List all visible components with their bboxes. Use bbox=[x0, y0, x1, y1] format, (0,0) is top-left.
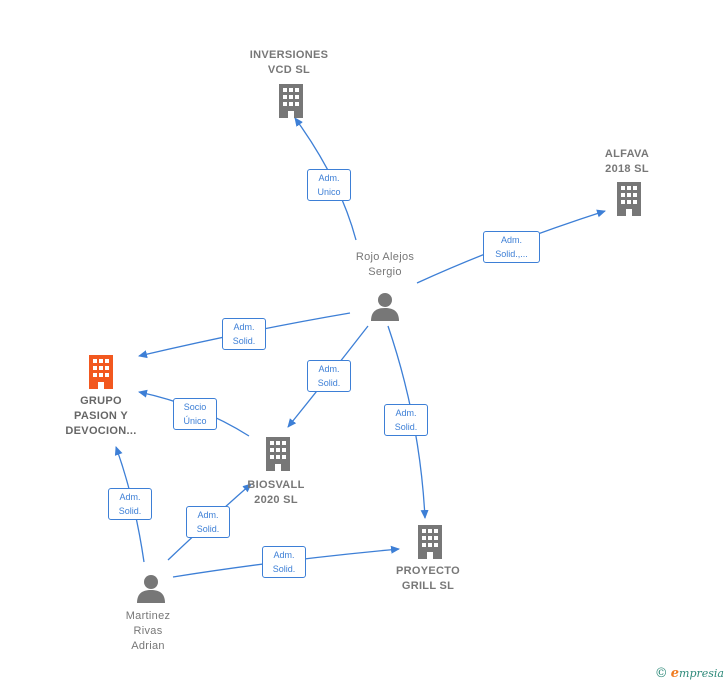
edge-label-rojo-grupo[interactable]: Adm. Solid. bbox=[222, 318, 266, 350]
edge-label-rojo-biosvall[interactable]: Adm. Solid. bbox=[307, 360, 351, 392]
building-icon-inversiones[interactable] bbox=[279, 84, 303, 118]
edge-label-martinez-proyecto[interactable]: Adm. Solid. bbox=[262, 546, 306, 578]
edge-label-rojo-proyecto[interactable]: Adm. Solid. bbox=[384, 404, 428, 436]
edge-label-martinez-biosvall[interactable]: Adm. Solid. bbox=[186, 506, 230, 538]
building-icon-alfava[interactable] bbox=[617, 182, 641, 216]
edge-label-biosvall-grupo[interactable]: Socio Único bbox=[173, 398, 217, 430]
brand-watermark: ©empresia bbox=[655, 666, 724, 681]
node-label-inversiones: INVERSIONES VCD SL bbox=[249, 49, 329, 76]
brand-initial: e bbox=[670, 666, 680, 681]
building-icon-biosvall[interactable] bbox=[266, 437, 290, 471]
person-icon-rojo[interactable] bbox=[371, 293, 399, 321]
node-label-alfava: ALFAVA 2018 SL bbox=[604, 148, 650, 175]
copyright-symbol: © bbox=[654, 666, 668, 681]
node-label-grupo: GRUPO PASION Y DEVOCION... bbox=[65, 395, 137, 437]
node-label-proyecto: PROYECTO GRILL SL bbox=[396, 565, 460, 592]
node-label-rojo: Rojo Alejos Sergio bbox=[355, 251, 415, 278]
edge-label-rojo-alfava[interactable]: Adm. Solid.,... bbox=[483, 231, 540, 263]
brand-name: mpresia bbox=[679, 667, 724, 680]
node-label-biosvall: BIOSVALL 2020 SL bbox=[247, 479, 305, 506]
building-icon-proyecto[interactable] bbox=[418, 525, 442, 559]
building-icon-grupo[interactable] bbox=[89, 355, 113, 389]
edge-label-martinez-grupo[interactable]: Adm. Solid. bbox=[108, 488, 152, 520]
node-label-martinez: Martinez Rivas Adrian bbox=[125, 610, 171, 652]
edge-label-rojo-inversiones[interactable]: Adm. Unico bbox=[307, 169, 351, 201]
node-icons bbox=[89, 84, 641, 603]
person-icon-martinez[interactable] bbox=[137, 575, 165, 603]
